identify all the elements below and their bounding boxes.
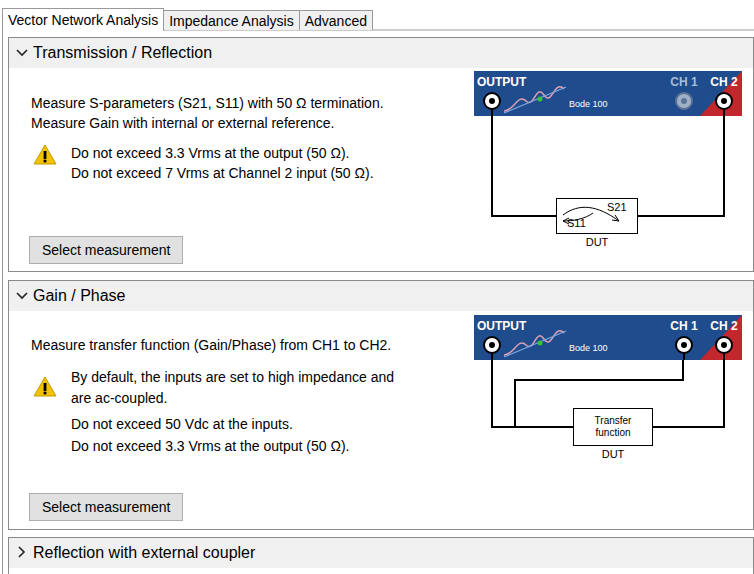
device-label: CH 1 — [670, 75, 697, 89]
frame-line — [2, 30, 3, 574]
section-heading: Gain / Phase — [33, 286, 126, 306]
bode100-device: OUTPUT Bode 100 CH 1 CH 2 — [474, 315, 742, 360]
bode100-device: OUTPUT Bode 100 CH 1 CH 2 — [474, 71, 742, 116]
section-text: By default, the inputs are set to high i… — [71, 367, 416, 409]
measurement-section: Reflection with external coupler — [8, 537, 754, 574]
device-label: OUTPUT — [477, 319, 526, 333]
tab: Vector Network Analysis — [2, 8, 164, 31]
dut-label: Transfer function — [578, 415, 648, 439]
section-text: Measure Gain with internal or external r… — [31, 114, 334, 132]
chevron-icon — [19, 547, 24, 557]
bnc-jack — [716, 337, 732, 353]
warning-icon — [34, 145, 56, 164]
device-label: CH 2 — [710, 75, 737, 89]
measurement-section: Gain / PhaseMeasure transfer function (G… — [8, 280, 754, 530]
measurement-section: Transmission / ReflectionMeasure S-param… — [8, 37, 754, 272]
button-label: Select measurement — [42, 498, 170, 516]
section-text: Do not exceed 50 Vdc at the inputs. — [71, 415, 293, 433]
cable-wire — [492, 360, 573, 427]
bnc-jack — [484, 93, 500, 109]
dut-label: S11 — [567, 217, 586, 230]
tab: Advanced — [299, 10, 373, 30]
tab: Impedance Analysis — [163, 10, 300, 30]
device-label: CH 2 — [710, 319, 737, 333]
chevron-icon — [17, 50, 27, 55]
tab-label: Vector Network Analysis — [8, 11, 158, 29]
section-text: Measure transfer function (Gain/Phase) f… — [31, 336, 391, 354]
chevron-icon — [17, 293, 27, 298]
section-heading: Reflection with external coupler — [33, 543, 255, 563]
device-label: Bode 100 — [569, 343, 608, 353]
bnc-jack — [676, 337, 692, 353]
section-text: Measure S-parameters (S21, S11) with 50 … — [31, 94, 384, 112]
tab-label: Advanced — [305, 12, 367, 30]
dut-box: S11S21DUT — [556, 198, 638, 234]
bnc-jack — [484, 337, 500, 353]
cable-wire — [653, 360, 724, 427]
cable-wire — [638, 116, 724, 216]
tab-label: Impedance Analysis — [169, 12, 294, 30]
section-text: Do not exceed 3.3 Vrms at the output (50… — [71, 144, 349, 162]
device-label: OUTPUT — [477, 75, 526, 89]
dut-label: DUT — [574, 448, 652, 461]
warning-icon — [34, 377, 56, 396]
dut-label: S21 — [607, 201, 627, 214]
select-button: Select measurement — [29, 236, 183, 264]
bnc-jack — [716, 93, 732, 109]
select-button: Select measurement — [29, 493, 183, 521]
dut-box: Transfer functionDUT — [573, 408, 653, 446]
device-label: Bode 100 — [569, 99, 608, 109]
device-label: CH 1 — [670, 319, 697, 333]
section-text: Do not exceed 3.3 Vrms at the output (50… — [71, 437, 349, 455]
dut-label: DUT — [557, 236, 637, 249]
section-text: Do not exceed 7 Vrms at Channel 2 input … — [71, 164, 374, 182]
button-label: Select measurement — [42, 241, 170, 259]
section-heading: Transmission / Reflection — [33, 43, 212, 63]
cable-wire — [492, 116, 556, 216]
bnc-jack — [676, 93, 692, 109]
